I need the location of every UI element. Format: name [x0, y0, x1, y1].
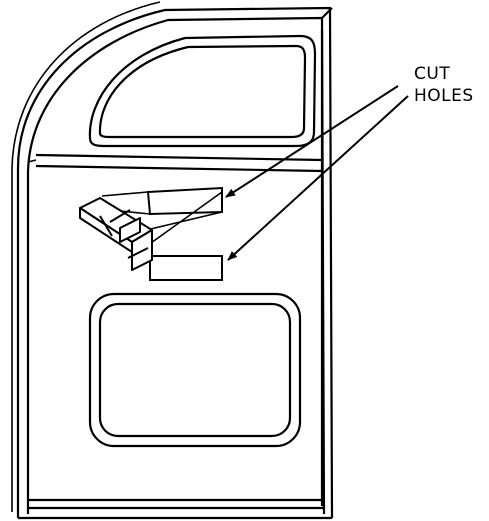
arrow-to-upper-hole	[225, 85, 399, 198]
lower-cut-hole	[149, 255, 223, 281]
arrow-to-lower-hole	[227, 95, 409, 261]
mounting-bracket	[79, 197, 153, 271]
upper-cut-hole	[146, 186, 223, 216]
door-outer-frame	[11, 1, 334, 520]
door-belt-line	[27, 153, 323, 173]
bracket-guide-lines	[101, 191, 223, 249]
callout-arrows	[225, 85, 409, 261]
cut-holes-callout: CUT HOLES	[414, 63, 474, 107]
speaker-opening	[88, 292, 302, 448]
callout-line-2: HOLES	[414, 86, 474, 106]
window-opening	[88, 34, 317, 148]
callout-line-1: CUT	[414, 64, 451, 84]
